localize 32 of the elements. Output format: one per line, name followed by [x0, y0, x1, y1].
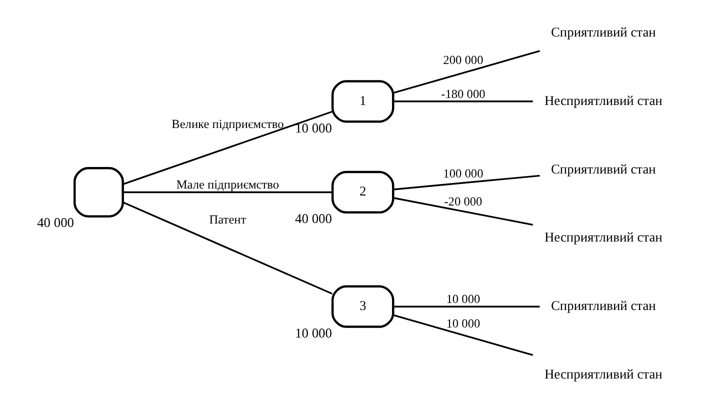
edge-label: 10 000	[446, 316, 480, 331]
label: Несприятливий стан	[544, 92, 662, 108]
edge-label: 100 000	[442, 166, 483, 180]
edge-label: -180 000	[440, 86, 485, 101]
connector	[392, 197, 532, 226]
edge-label: Патент	[208, 212, 246, 226]
label: Сприятливий стан	[550, 161, 656, 176]
edge-label: Велике підприємство	[171, 117, 284, 132]
connector	[392, 314, 533, 356]
node-box: 3	[330, 285, 394, 328]
edge-label: -20 000	[444, 194, 482, 208]
node-box: 1	[330, 80, 394, 123]
edge-label: 10 000	[446, 292, 480, 306]
node-label: 10 000	[294, 326, 332, 341]
connector	[392, 100, 532, 102]
node-label: 40 000	[36, 215, 74, 230]
connector	[122, 191, 332, 194]
node-box: 2	[330, 170, 394, 214]
connector	[392, 50, 540, 94]
label: Сприятливий стан	[550, 24, 656, 40]
node-box	[73, 166, 124, 218]
label: Несприятливий стан	[544, 230, 662, 245]
connector	[392, 306, 540, 308]
node-label: 10 000	[294, 120, 332, 136]
label: Сприятливий стан	[550, 298, 656, 314]
edge-label: 200 000	[442, 53, 483, 68]
connector	[122, 110, 332, 185]
edge-label: Мале підприємство	[176, 178, 279, 192]
connector	[392, 174, 540, 190]
connector	[122, 202, 332, 294]
label: Несприятливий стан	[544, 366, 662, 382]
node-label: 40 000	[294, 211, 332, 226]
